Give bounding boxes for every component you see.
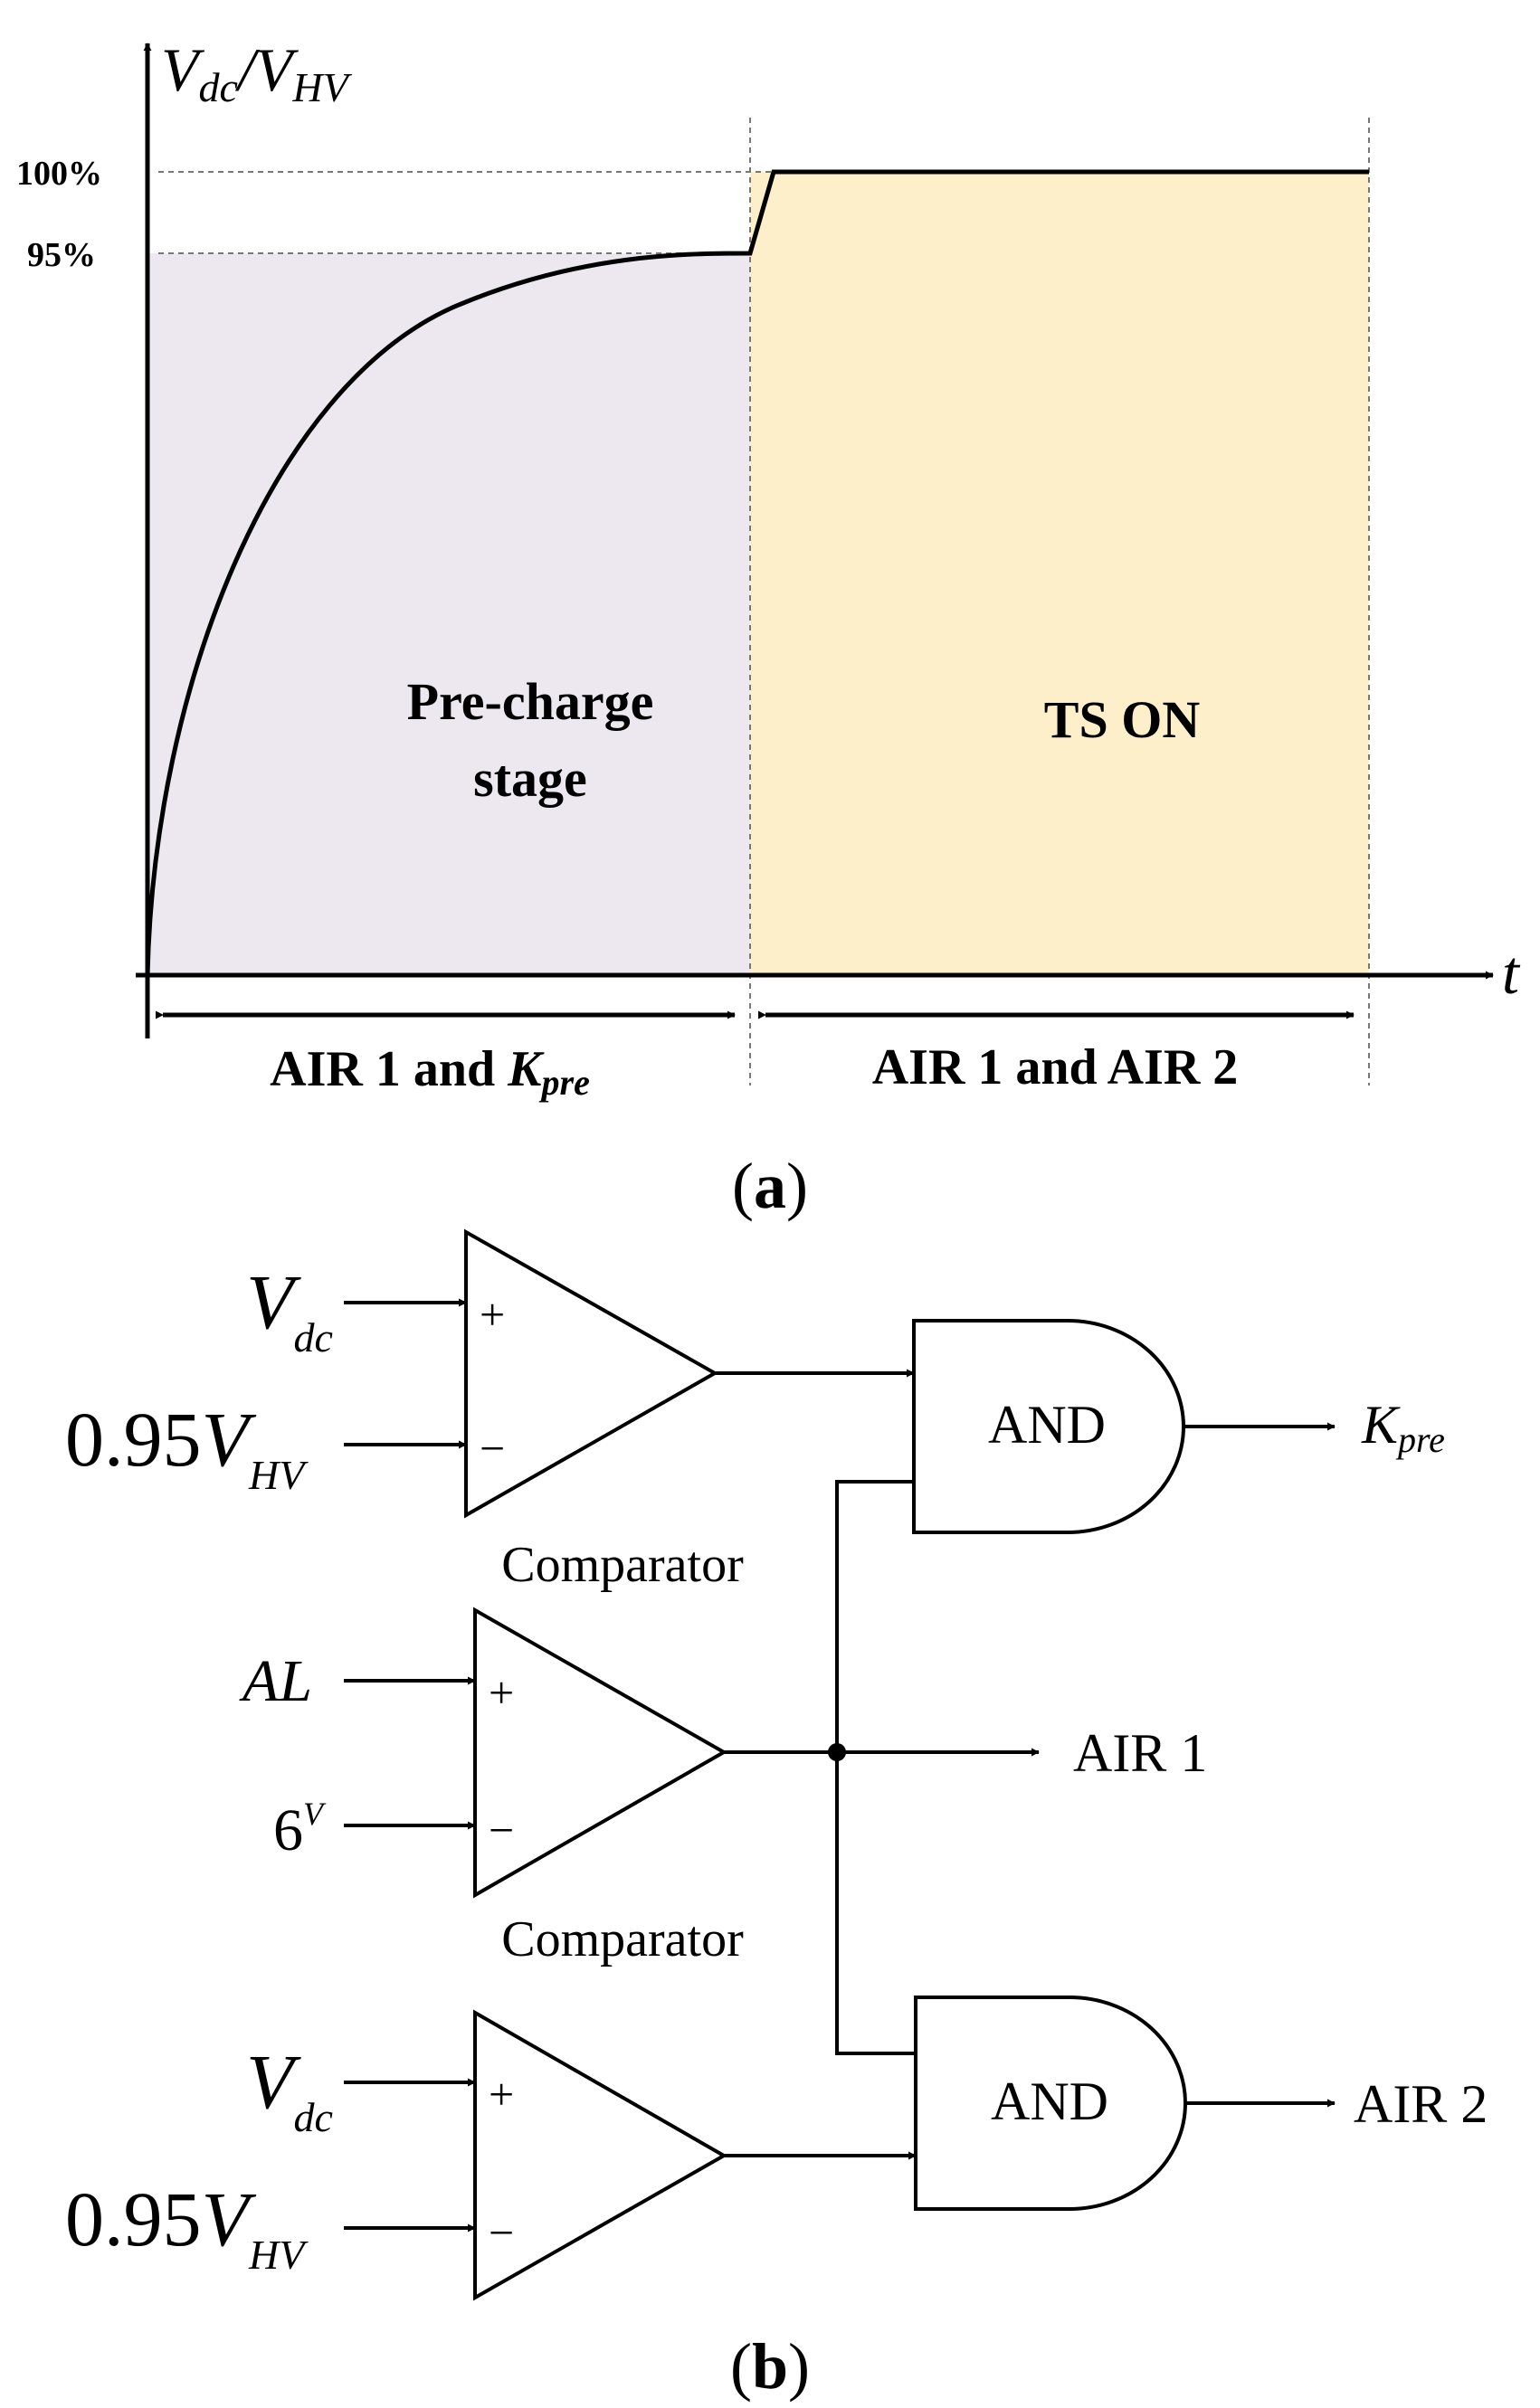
comparator-3-plus: + (489, 2069, 514, 2119)
tick-95-percent: 95% (27, 236, 96, 274)
comparator-2-label: Comparator (501, 1911, 744, 1967)
comparator-2-input-6v: 6V (273, 1796, 327, 1863)
comparator-1-minus: − (480, 1423, 505, 1474)
ts-on-label: TS ON (1044, 690, 1201, 749)
output-kpre: Kpre (1361, 1395, 1445, 1460)
comparator-2-minus: − (489, 1805, 514, 1855)
precharge-label-line2: stage (473, 749, 587, 808)
and-gate-1-body (912, 1319, 1185, 1534)
precharge-label-line1: Pre-charge (407, 672, 654, 731)
voltage-curve (145, 169, 1369, 976)
wire-air1-to-and2 (835, 1752, 916, 2055)
comparator-1-label: Comparator (501, 1537, 744, 1593)
caption-b: (b) (730, 2330, 810, 2403)
and-gate-1: AND (912, 1319, 1185, 1534)
comparator-2: + − AL 6V Comparator (239, 1607, 744, 1967)
tick-100-percent: 100% (16, 155, 102, 193)
and-gate-2-label: AND (991, 2071, 1108, 2131)
and-gate-1-label: AND (988, 1395, 1106, 1455)
comparator-1-triangle (464, 1228, 719, 1519)
panel-a-timing-chart: Vdc/VHV t 100% 95% Pre-charge stage TS O… (16, 35, 1521, 1222)
y-axis-label: Vdc/VHV (161, 35, 353, 110)
comparator-1-input-vdc: Vdc (246, 1258, 333, 1360)
comparator-3-input-vhv: 0.95VHV (65, 2176, 309, 2278)
x-axis-label: t (1502, 938, 1521, 1007)
panel-b-logic-circuit: + − Vdc 0.95VHV Comparator + − AL 6V Com… (65, 1228, 1488, 2403)
output-air2: AIR 2 (1354, 2074, 1488, 2134)
span-left-label: AIR 1 and Kpre (270, 1041, 590, 1103)
ts-on-region (750, 172, 1369, 975)
precharge-region (147, 253, 750, 975)
caption-a: (a) (732, 1150, 808, 1222)
junction-dot (828, 1743, 846, 1761)
comparator-1-plus: + (480, 1289, 505, 1340)
comparator-3-triangle (473, 2009, 728, 2301)
comparator-2-triangle (473, 1607, 728, 1899)
and-gate-2: AND (914, 1996, 1187, 2211)
span-right-label: AIR 1 and AIR 2 (872, 1039, 1239, 1095)
comparator-2-plus: + (489, 1667, 514, 1718)
and-gate-2-body (914, 1996, 1187, 2211)
comparator-2-input-al: AL (239, 1648, 312, 1714)
comparator-1: + − Vdc 0.95VHV Comparator (65, 1228, 744, 1593)
comparator-3-input-vdc: Vdc (246, 2038, 333, 2140)
comparator-3: + − Vdc 0.95VHV (65, 2009, 728, 2301)
output-air1: AIR 1 (1073, 1723, 1207, 1783)
comparator-1-input-vhv: 0.95VHV (65, 1396, 309, 1498)
wire-air1-to-and1 (835, 1480, 914, 1752)
comparator-3-minus: − (489, 2207, 514, 2258)
